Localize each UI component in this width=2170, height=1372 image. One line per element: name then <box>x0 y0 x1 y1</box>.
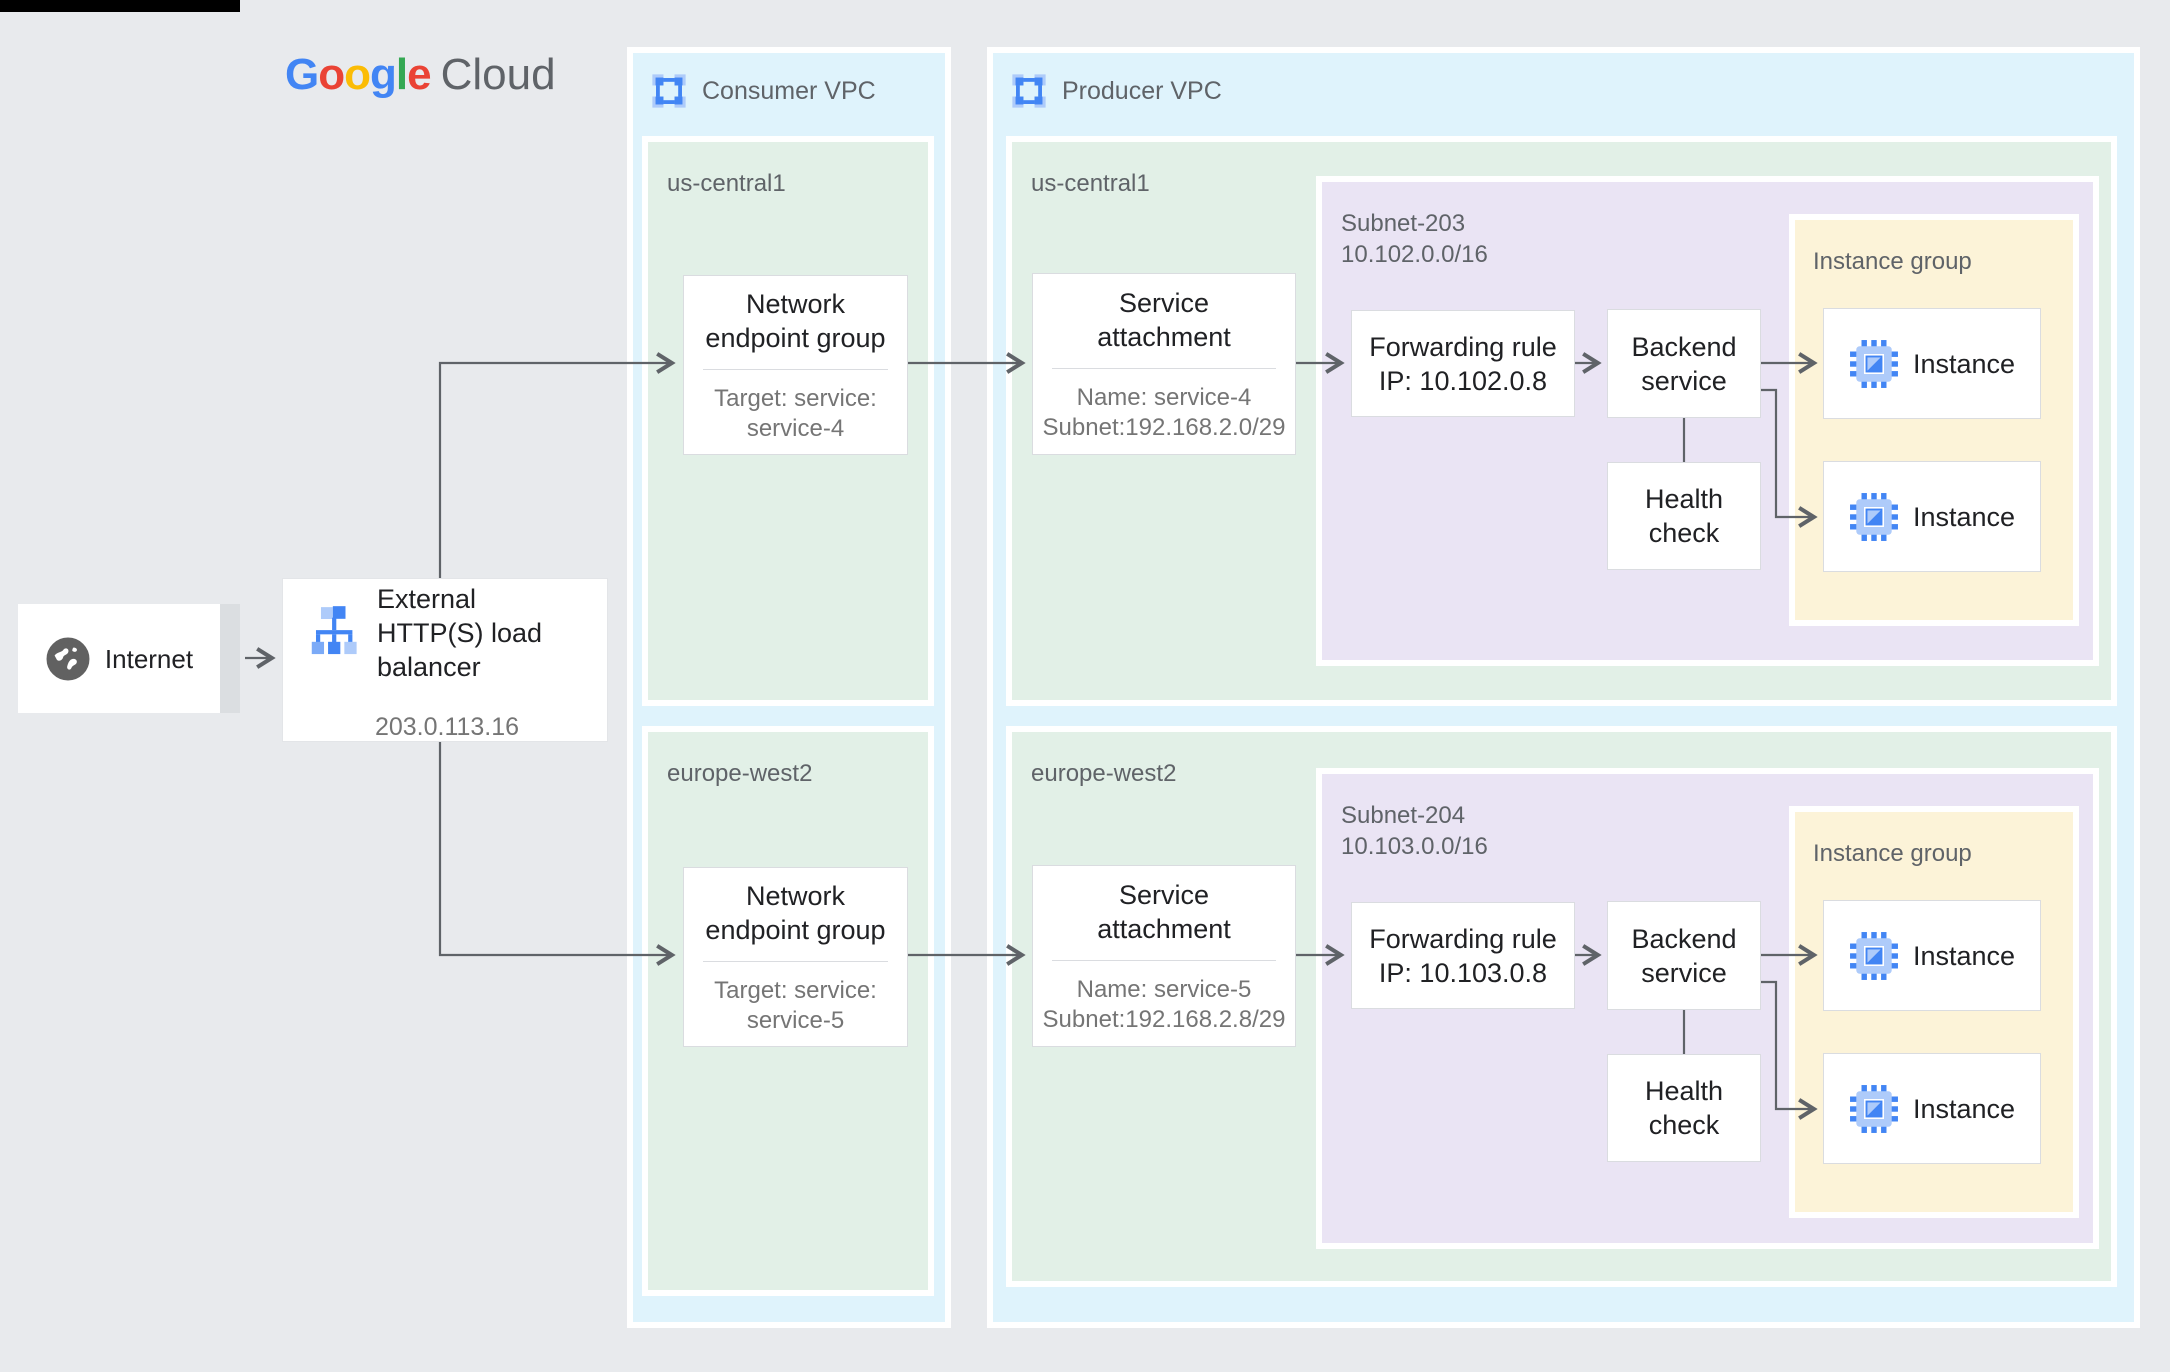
instance-label: Instance <box>1912 501 2016 532</box>
service-attachment-title: Service attachment <box>1097 287 1231 352</box>
health-check-label: Health check <box>1644 1076 1724 1140</box>
region-label: us-central1 <box>667 170 786 197</box>
network-endpoint-group-node: Network endpoint group Target: service: … <box>683 275 908 455</box>
service-attachment-detail: Name: service-5 Subnet:192.168.2.8/29 <box>1043 975 1286 1035</box>
cloud-wordmark: Cloud <box>440 50 556 99</box>
backend-service-node: Backend service <box>1607 309 1761 418</box>
backend-service-label: Backend service <box>1631 331 1737 396</box>
logo-letter: o <box>344 50 371 99</box>
region-label: europe-west2 <box>1031 760 1177 787</box>
instance-node: Instance <box>1823 900 2041 1011</box>
compute-instance-icon <box>1849 492 1899 542</box>
neg-target: Target: service: service-4 <box>714 384 877 444</box>
instance-label: Instance <box>1912 940 2016 971</box>
divider <box>1052 367 1276 369</box>
subnet-cidr: 10.103.0.0/16 <box>1341 833 1488 860</box>
forwarding-rule-line2: IP: 10.103.0.8 <box>1378 957 1548 988</box>
producer-vpc-header: Producer VPC <box>1010 72 1222 110</box>
service-attachment-detail: Name: service-4 Subnet:192.168.2.0/29 <box>1043 383 1286 443</box>
neg-target-line2: service-4 <box>746 414 845 442</box>
forwarding-rule-node: Forwarding rule IP: 10.102.0.8 <box>1351 310 1575 417</box>
service-attachment-title: Service attachment <box>1097 879 1231 944</box>
logo-letter: o <box>318 50 345 99</box>
consumer-vpc-title: Consumer VPC <box>702 76 876 105</box>
logo-letter: e <box>407 50 432 99</box>
load-balancer-node: External HTTP(S) load balancer 203.0.113… <box>282 578 608 742</box>
subnet-name: Subnet-204 <box>1341 802 1466 829</box>
health-check-node: Health check <box>1607 462 1761 570</box>
forwarding-rule-line2: IP: 10.102.0.8 <box>1378 365 1548 396</box>
backend-service-node: Backend service <box>1607 901 1761 1010</box>
subnet-label: Subnet-204 10.103.0.0/16 <box>1341 800 1488 862</box>
instance-node: Instance <box>1823 461 2041 572</box>
logo-letter: l <box>395 50 408 99</box>
neg-target-line2: service-5 <box>746 1006 845 1034</box>
internet-label: Internet <box>104 643 194 674</box>
producer-vpc-title: Producer VPC <box>1062 76 1222 105</box>
instance-group-label: Instance group <box>1813 840 1972 867</box>
compute-instance-icon <box>1849 1084 1899 1134</box>
globe-icon <box>46 637 90 680</box>
logo-letter: G <box>285 50 319 99</box>
backend-service-label: Backend service <box>1631 923 1737 988</box>
neg-title: Network endpoint group <box>705 288 886 353</box>
internet-node: Internet <box>18 604 220 713</box>
top-black-bar <box>0 0 240 12</box>
health-check-node: Health check <box>1607 1054 1761 1162</box>
google-wordmark: Google <box>285 50 432 99</box>
load-balancer-ip: 203.0.113.16 <box>374 713 520 741</box>
divider <box>1052 959 1276 961</box>
health-check-label: Health check <box>1644 484 1724 548</box>
instance-label: Instance <box>1912 1093 2016 1124</box>
load-balancer-icon <box>311 606 357 655</box>
network-endpoint-group-node: Network endpoint group Target: service: … <box>683 867 908 1047</box>
neg-target-line1: Target: service: <box>714 384 877 412</box>
vpc-icon <box>1012 74 1046 108</box>
logo-letter: g <box>370 50 397 99</box>
service-attachment-node: Service attachment Name: service-4 Subne… <box>1032 273 1296 455</box>
neg-title: Network endpoint group <box>705 880 886 945</box>
load-balancer-title: External HTTP(S) load balancer <box>377 584 543 682</box>
consumer-vpc-header: Consumer VPC <box>650 72 876 110</box>
region-label: us-central1 <box>1031 170 1150 197</box>
forwarding-rule-node: Forwarding rule IP: 10.103.0.8 <box>1351 902 1575 1009</box>
neg-target: Target: service: service-5 <box>714 976 877 1036</box>
instance-node: Instance <box>1823 1053 2041 1164</box>
forwarding-rule-line1: Forwarding rule <box>1369 923 1557 954</box>
instance-label: Instance <box>1912 348 2016 379</box>
sa-name: Name: service-4 <box>1076 383 1252 411</box>
forwarding-rule-line1: Forwarding rule <box>1369 331 1557 362</box>
subnet-cidr: 10.102.0.0/16 <box>1341 241 1488 268</box>
divider <box>703 368 888 370</box>
divider <box>703 960 888 962</box>
neg-target-line1: Target: service: <box>714 976 877 1004</box>
sa-subnet: Subnet:192.168.2.8/29 <box>1042 1005 1286 1033</box>
instance-node: Instance <box>1823 308 2041 419</box>
compute-instance-icon <box>1849 931 1899 981</box>
region-label: europe-west2 <box>667 760 813 787</box>
subnet-name: Subnet-203 <box>1341 210 1466 237</box>
sa-subnet: Subnet:192.168.2.0/29 <box>1042 413 1286 441</box>
compute-instance-icon <box>1849 339 1899 389</box>
instance-group-label: Instance group <box>1813 248 1972 275</box>
service-attachment-node: Service attachment Name: service-5 Subne… <box>1032 865 1296 1047</box>
subnet-label: Subnet-203 10.102.0.0/16 <box>1341 208 1488 270</box>
sa-name: Name: service-5 <box>1076 975 1252 1003</box>
vpc-icon <box>652 74 686 108</box>
